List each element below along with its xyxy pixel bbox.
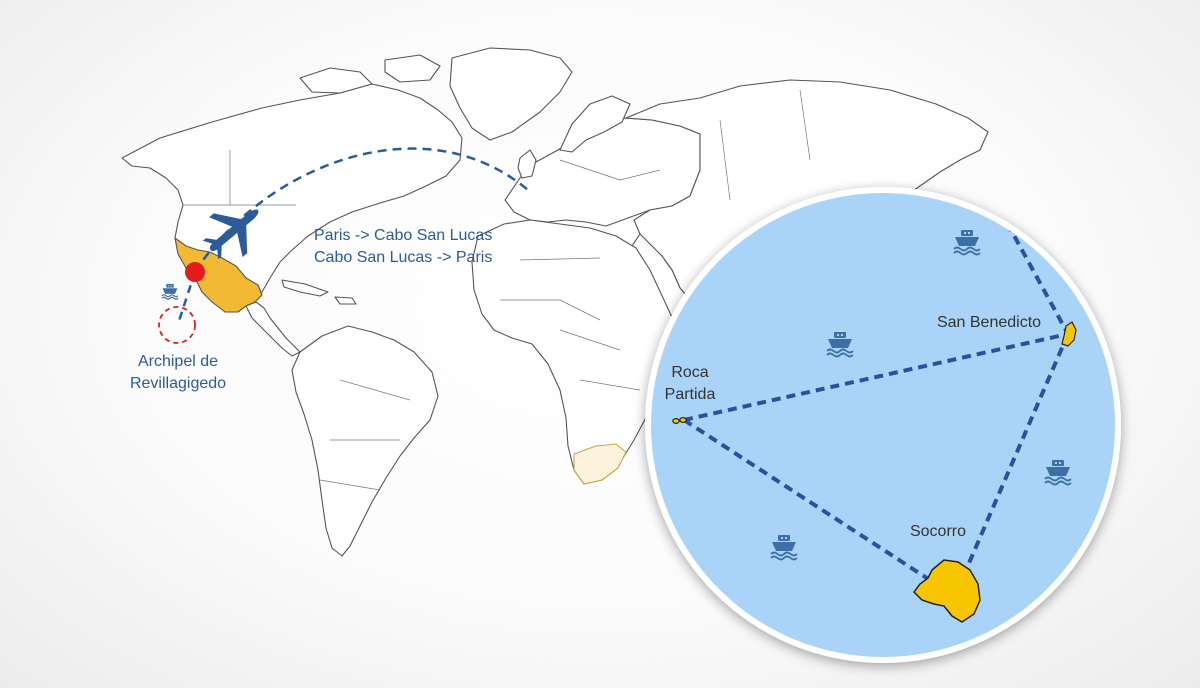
uk-island <box>517 149 537 179</box>
south-africa-country <box>573 443 627 485</box>
south-america-landmass <box>291 325 439 557</box>
world-map <box>121 47 989 557</box>
inset-ocean <box>651 193 1115 657</box>
san-benedicto-label: San Benedicto <box>937 314 1041 331</box>
greenland-landmass <box>449 47 573 141</box>
country-borders <box>183 89 811 491</box>
hispaniola-island <box>334 296 357 305</box>
archipelago-label-line2: Revillagigedo <box>130 375 226 392</box>
archipelago-label: Archipel de <box>138 353 218 370</box>
arctic-islands <box>299 67 373 94</box>
arctic-islands-2 <box>384 54 441 83</box>
route-label-return: Cabo San Lucas -> Paris <box>314 249 492 266</box>
ship-icon <box>161 283 179 300</box>
central-america-landmass <box>245 301 301 357</box>
scandinavia-landmass <box>559 95 631 153</box>
boat-route-line <box>176 271 197 325</box>
route-roca-to-san-benedicto <box>683 332 1069 422</box>
roca-partida-label-line2: Partida <box>665 386 716 403</box>
route-san-benedicto-to-socorro <box>964 333 1070 571</box>
plane-icon <box>202 209 259 260</box>
inset-map: Roca Partida San Benedicto Socorro <box>645 187 1121 663</box>
socorro-island <box>913 559 981 623</box>
roca-partida-island <box>672 417 687 425</box>
route-roca-to-socorro <box>682 418 938 586</box>
roca-partida-label: Roca <box>671 364 708 381</box>
socorro-label: Socorro <box>910 523 966 540</box>
archipelago-highlight-circle <box>158 306 196 344</box>
san-benedicto-island <box>1061 321 1077 347</box>
cabo-san-lucas-marker <box>185 262 205 282</box>
cuba-island <box>281 279 329 297</box>
route-label-outbound: Paris -> Cabo San Lucas <box>314 227 492 244</box>
north-america-landmass <box>121 83 463 307</box>
